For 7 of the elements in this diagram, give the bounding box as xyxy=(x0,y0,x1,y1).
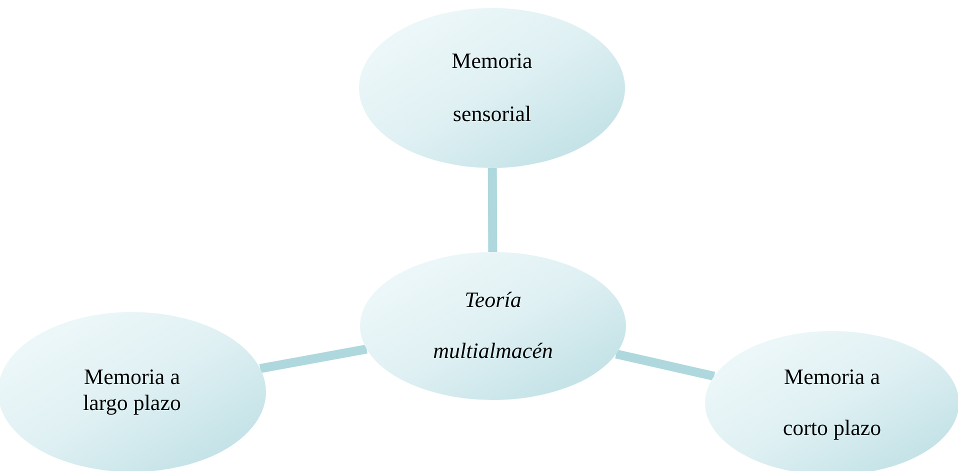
connector-line xyxy=(488,168,498,252)
node-label: Memoria a corto plazo xyxy=(782,363,882,442)
node-label: Teoría multialmacén xyxy=(432,286,554,365)
node-label: Memoria sensorial xyxy=(450,47,534,128)
node-label: Memoria a largo plazo xyxy=(82,364,182,415)
connector-line xyxy=(259,344,368,373)
connector-line xyxy=(615,350,716,381)
